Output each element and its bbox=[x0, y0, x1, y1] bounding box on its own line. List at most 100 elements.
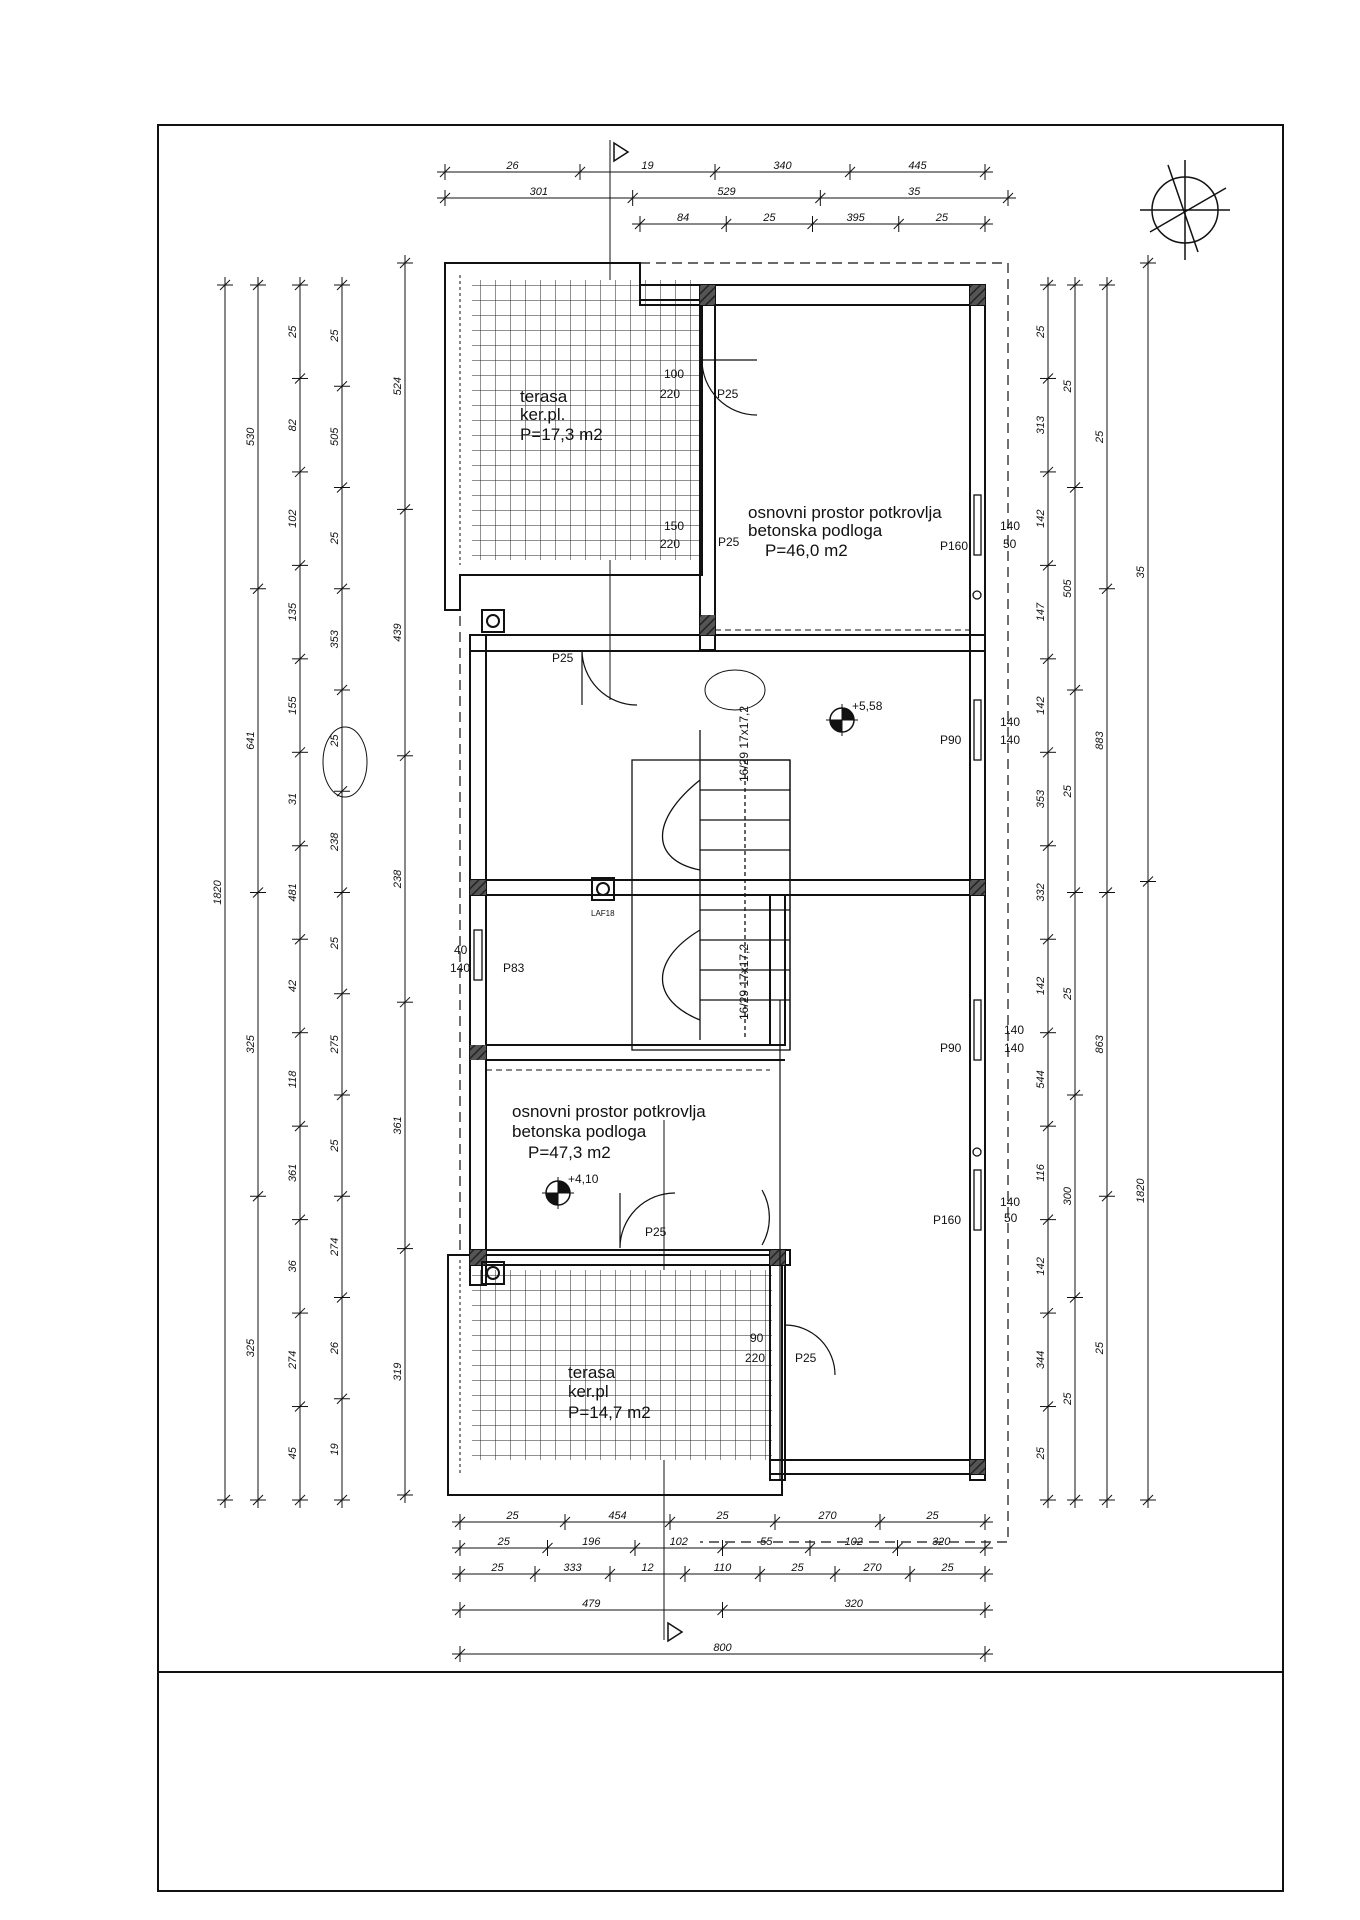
opening-w: 100 bbox=[664, 367, 684, 381]
dimension-value: 800 bbox=[713, 1642, 732, 1654]
dimension-value: 25 bbox=[935, 212, 949, 224]
opening-w: 140 bbox=[1000, 715, 1020, 729]
dimension-value: 353 bbox=[1035, 789, 1047, 808]
dimension-value: 26 bbox=[329, 1341, 341, 1355]
opening-labels: 100 220 P25 150 220 P25 P25 140 50 P160 … bbox=[450, 367, 1024, 1365]
terrace-top-outline bbox=[444, 262, 703, 611]
dimension-value: 25 bbox=[497, 1536, 511, 1548]
room-area: P=46,0 m2 bbox=[765, 541, 848, 560]
dimension-value: 505 bbox=[329, 427, 341, 446]
dimension-value: 102 bbox=[287, 509, 299, 527]
dimension-value: 35 bbox=[1135, 565, 1147, 578]
level-marker-upper: +5,58 bbox=[826, 699, 883, 736]
room-area: P=47,3 m2 bbox=[528, 1143, 611, 1162]
dimension-value: 19 bbox=[641, 160, 653, 172]
dimension-value: 26 bbox=[505, 160, 519, 172]
dimension-value: 35 bbox=[908, 186, 921, 198]
dimension-value: 25 bbox=[1062, 784, 1074, 798]
dimension-value: 481 bbox=[287, 883, 299, 901]
dimension-value: 102 bbox=[845, 1536, 863, 1548]
dimension-value: 45 bbox=[287, 1446, 299, 1459]
roof-outline bbox=[459, 262, 1009, 1543]
room-area: P=14,7 m2 bbox=[568, 1403, 651, 1422]
dimension-value: 530 bbox=[245, 427, 257, 446]
dimension-value: 84 bbox=[677, 212, 689, 224]
dimension-value: 25 bbox=[940, 1562, 954, 1574]
level-marker-lower: +4,10 bbox=[542, 1172, 599, 1209]
opening-code: P25 bbox=[645, 1225, 667, 1239]
dimension-value: 344 bbox=[1035, 1351, 1047, 1369]
dimension-value: 1820 bbox=[1135, 1178, 1147, 1203]
chimney-icon bbox=[481, 609, 615, 1285]
dimension-value: 116 bbox=[1035, 1163, 1047, 1181]
dimension-value: 82 bbox=[287, 419, 299, 431]
dimension-value: 270 bbox=[862, 1562, 882, 1574]
dimension-value: 110 bbox=[714, 1562, 732, 1574]
dimension-value: 275 bbox=[329, 1034, 341, 1054]
terrace-bottom-outline bbox=[447, 1254, 783, 1496]
terrace-bottom-tiles bbox=[472, 1270, 772, 1460]
dimension-value: 155 bbox=[287, 696, 299, 715]
room-name: terasa bbox=[568, 1363, 616, 1382]
dimension-value: 25 bbox=[329, 531, 341, 545]
dimension-value: 25 bbox=[1094, 1341, 1106, 1355]
room-terrace-top: terasa ker.pl. P=17,3 m2 bbox=[520, 387, 603, 444]
dimension-value: 142 bbox=[1035, 977, 1047, 995]
dimension-value: 25 bbox=[1035, 325, 1047, 339]
opening-w: 140 bbox=[1004, 1023, 1024, 1037]
room-main-top: osnovni prostor potkrovlja betonska podl… bbox=[748, 503, 942, 560]
dimension-value: 238 bbox=[329, 832, 341, 852]
dimension-value: 313 bbox=[1035, 415, 1047, 434]
dimension-value: 238 bbox=[392, 869, 404, 889]
dimension-value: 25 bbox=[329, 1139, 341, 1153]
dimension-value: 301 bbox=[530, 186, 548, 198]
dimension-value: 883 bbox=[1094, 731, 1106, 750]
dimension-value: 142 bbox=[1035, 509, 1047, 527]
staircase bbox=[631, 730, 791, 1051]
dimension-value: 863 bbox=[1094, 1034, 1106, 1053]
dimension-value: 332 bbox=[1035, 883, 1047, 901]
dimension-value: 25 bbox=[1062, 1392, 1074, 1406]
opening-h: 220 bbox=[660, 387, 680, 401]
opening-code: P90 bbox=[940, 733, 962, 747]
opening-h: 140 bbox=[1004, 1041, 1024, 1055]
dimension-value: 25 bbox=[329, 936, 341, 950]
annotation-circle bbox=[704, 669, 766, 711]
windows bbox=[473, 494, 982, 1231]
dimension-value: 395 bbox=[846, 212, 865, 224]
dimension-value: 25 bbox=[505, 1510, 519, 1522]
dimension-value: 274 bbox=[329, 1238, 341, 1257]
dimension-value: 25 bbox=[790, 1562, 804, 1574]
dimension-value: 524 bbox=[392, 377, 404, 395]
dimension-value: 641 bbox=[245, 731, 257, 749]
opening-code: P25 bbox=[718, 535, 740, 549]
opening-w: 40 bbox=[454, 943, 468, 957]
opening-code: P160 bbox=[933, 1213, 961, 1227]
dimension-value: 147 bbox=[1035, 602, 1047, 621]
dimension-value: 142 bbox=[1035, 1257, 1047, 1275]
dimension-value: 333 bbox=[563, 1562, 582, 1574]
dimension-value: 300 bbox=[1062, 1186, 1074, 1205]
opening-h: 50 bbox=[1004, 1211, 1018, 1225]
dimension-value: 25 bbox=[490, 1562, 504, 1574]
room-area: P=17,3 m2 bbox=[520, 425, 603, 444]
level-value: +5,58 bbox=[852, 699, 883, 713]
dimension-value: 361 bbox=[392, 1116, 404, 1134]
room-floor: ker.pl bbox=[568, 1382, 609, 1401]
opening-code: P160 bbox=[940, 539, 968, 553]
dimension-value: 544 bbox=[1035, 1070, 1047, 1088]
columns bbox=[470, 285, 985, 1474]
dimension-value: 529 bbox=[717, 186, 735, 198]
opening-code: P25 bbox=[552, 651, 574, 665]
annotation-circle bbox=[322, 726, 368, 798]
dimension-value: 479 bbox=[582, 1598, 600, 1610]
dimension-value: 25 bbox=[1062, 379, 1074, 393]
dimension-value: 25 bbox=[287, 325, 299, 339]
dimension-value: 19 bbox=[329, 1443, 341, 1455]
chimney-label: LAF18 bbox=[591, 909, 615, 918]
stair-label-bottom: 16/29 17x17,2 bbox=[737, 944, 751, 1020]
opening-h: 140 bbox=[1000, 733, 1020, 747]
dimension-value: 55 bbox=[760, 1536, 773, 1548]
dimension-value: 439 bbox=[392, 623, 404, 641]
